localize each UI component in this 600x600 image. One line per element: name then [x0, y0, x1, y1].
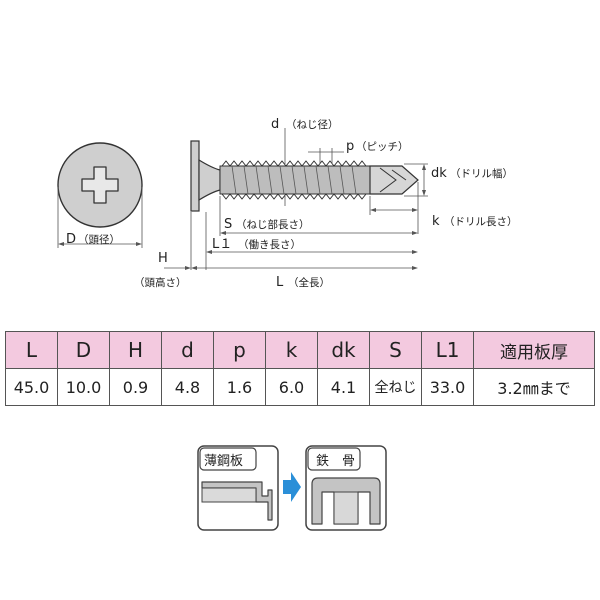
dim-L1-sub: （働き長さ）	[238, 238, 301, 251]
dim-k-label: k	[432, 214, 440, 229]
value-cell: 4.1	[317, 368, 370, 406]
value-cell: 10.0	[57, 368, 110, 406]
value-cell: 33.0	[421, 368, 474, 406]
header-cell: d	[161, 331, 214, 369]
dim-S-label: S	[224, 217, 232, 232]
header-cell: L1	[421, 331, 474, 369]
header-cell: L	[5, 331, 58, 369]
steel-frame-label: 鉄 骨	[316, 454, 355, 469]
dim-H-label: H	[158, 251, 168, 266]
dim-S-sub: （ねじ部長さ）	[236, 218, 310, 231]
dim-d-label: d	[271, 117, 279, 132]
spec-header-row: L D H d p k dk S L1 適用板厚	[5, 331, 595, 369]
header-cell: dk	[317, 331, 370, 369]
value-cell: 3.2㎜まで	[473, 368, 595, 406]
value-cell: 1.6	[213, 368, 266, 406]
header-cell: H	[109, 331, 162, 369]
header-cell: p	[213, 331, 266, 369]
header-cell: S	[369, 331, 422, 369]
dim-L-label: L	[276, 275, 284, 290]
value-cell: 45.0	[5, 368, 58, 406]
thin-steel-label: 薄鋼板	[204, 454, 243, 469]
value-cell: 0.9	[109, 368, 162, 406]
dim-k-sub: （ドリル長さ）	[444, 216, 518, 228]
dim-D-label: D	[66, 232, 76, 247]
dim-H-sub: （頭高さ）	[134, 276, 187, 289]
dim-D-sub: （頭径）	[78, 233, 120, 246]
spec-table: L D H d p k dk S L1 適用板厚 45.0 10.0 0.9 4…	[5, 331, 595, 406]
spec-value-row: 45.0 10.0 0.9 4.8 1.6 6.0 4.1 全ねじ 33.0 3…	[5, 368, 595, 406]
dim-p-sub: （ピッチ）	[356, 141, 409, 153]
dim-L1-label: L１	[212, 237, 232, 252]
dim-dk-sub: （ドリル幅）	[450, 167, 513, 180]
arrow-right-icon	[283, 472, 301, 502]
dim-dk-label: dk	[431, 166, 447, 181]
dim-L-sub: （全長）	[288, 276, 330, 289]
value-cell: 6.0	[265, 368, 318, 406]
dim-p-label: p	[346, 139, 354, 154]
header-cell: k	[265, 331, 318, 369]
value-cell: 4.8	[161, 368, 214, 406]
dim-d-sub: （ねじ径）	[286, 118, 339, 131]
screw-side-view	[190, 140, 419, 212]
phillips-recess-icon	[81, 166, 119, 204]
application-diagram: 薄鋼板 鉄 骨	[197, 445, 387, 531]
value-cell: 全ねじ	[369, 368, 422, 406]
header-cell: 適用板厚	[473, 331, 595, 369]
header-cell: D	[57, 331, 110, 369]
screw-diagram: D （頭径） d （ねじ径） p （ピッチ） dk （ドリル幅） k （ドリル長…	[57, 117, 518, 290]
